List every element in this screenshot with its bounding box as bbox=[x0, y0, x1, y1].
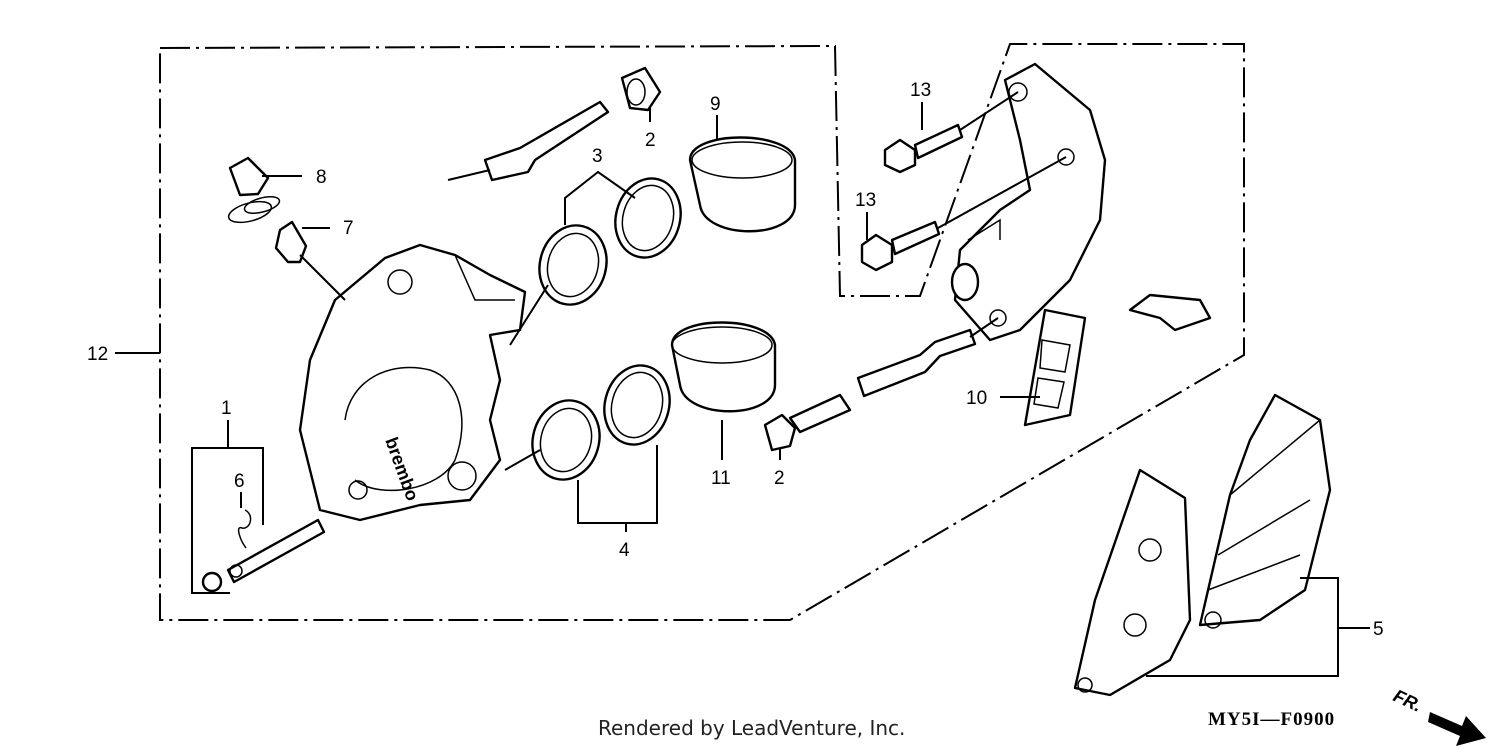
lower-bracket-bolt bbox=[860, 220, 941, 272]
leader-1 bbox=[191, 420, 230, 594]
callout-13-upper: 13 bbox=[910, 80, 931, 101]
callout-3: 3 bbox=[592, 146, 603, 167]
callout-1: 1 bbox=[221, 398, 232, 419]
connector-upper bbox=[509, 284, 549, 346]
pad-pin-clip bbox=[237, 509, 252, 549]
lower-slide-pin bbox=[856, 317, 999, 398]
lower-piston-seals bbox=[531, 364, 671, 481]
pad-retainer-clip bbox=[1128, 293, 1212, 332]
callout-7: 7 bbox=[343, 218, 354, 239]
callout-9: 9 bbox=[710, 94, 721, 115]
bolt-leader-upper bbox=[959, 91, 1019, 131]
upper-bracket-bolt bbox=[883, 123, 964, 174]
bolt-leader-lower bbox=[937, 156, 1067, 229]
caliper-bracket bbox=[950, 62, 1107, 342]
bleeder-valve bbox=[274, 220, 346, 301]
bleeder-cap bbox=[227, 156, 281, 224]
leader-4 bbox=[577, 445, 658, 524]
brake-pad-left bbox=[1073, 468, 1192, 697]
diagram-code: MY5I—F0900 bbox=[1208, 709, 1335, 730]
pad-pin bbox=[201, 518, 326, 593]
upper-piston bbox=[688, 136, 797, 233]
callout-12: 12 bbox=[87, 344, 108, 365]
callout-10: 10 bbox=[966, 388, 987, 409]
leader-3 bbox=[564, 170, 636, 225]
callout-2-lower: 2 bbox=[774, 468, 785, 489]
caliper-body: brembo bbox=[298, 243, 527, 522]
callout-8: 8 bbox=[316, 167, 327, 188]
upper-pin-boot bbox=[620, 66, 662, 112]
pad-spring bbox=[1023, 308, 1087, 427]
upper-piston-seals bbox=[538, 177, 682, 306]
direction-label: FR. bbox=[1390, 685, 1425, 715]
upper-slide-pin bbox=[447, 100, 610, 182]
brake-pad-right bbox=[1198, 393, 1332, 629]
callout-11: 11 bbox=[711, 468, 731, 489]
lower-pin-bolt bbox=[763, 393, 852, 452]
lower-piston bbox=[670, 321, 777, 413]
callout-4: 4 bbox=[619, 540, 630, 561]
callout-13-lower: 13 bbox=[855, 190, 876, 211]
callout-6: 6 bbox=[234, 471, 245, 492]
render-credit: Rendered by LeadVenture, Inc. bbox=[598, 716, 906, 740]
leader-1b bbox=[228, 447, 264, 525]
callout-2-upper: 2 bbox=[645, 130, 656, 151]
connector-lower bbox=[504, 449, 541, 471]
caliper-assembly-boundary bbox=[159, 43, 1245, 621]
front-direction-arrow-icon: FR. bbox=[1390, 685, 1486, 746]
callout-5: 5 bbox=[1373, 619, 1384, 640]
